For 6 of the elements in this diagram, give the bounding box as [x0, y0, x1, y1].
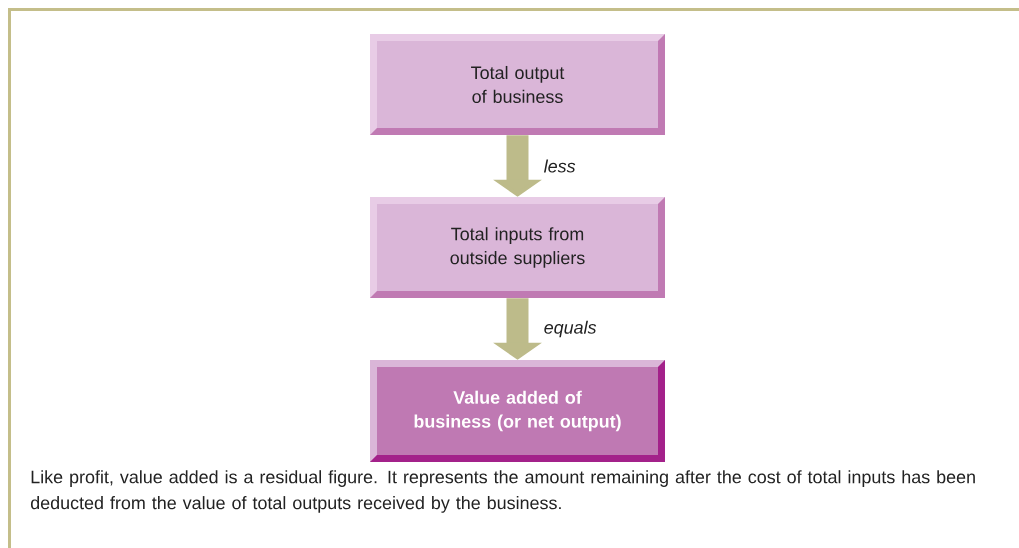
process-box: Value added of business (or net output) [370, 360, 665, 462]
process-box: Total output of business [370, 34, 665, 135]
process-box: Total inputs from outside suppliers [370, 197, 665, 298]
caption-text: Like profit, value added is a residual figure. It represents the amount remaining after the cost of total inputs has been deducted from the value of total outputs received by the business. [30, 470, 975, 513]
edge-label: equals [542, 319, 598, 339]
edge-label: less [542, 158, 577, 174]
